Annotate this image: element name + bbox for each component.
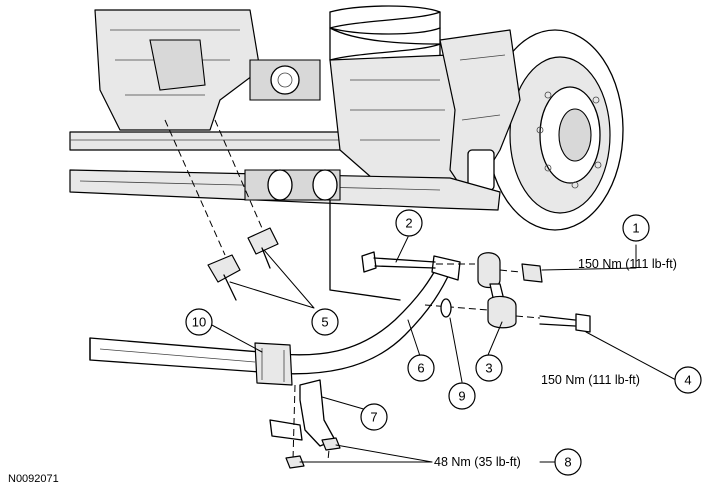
callout-10: 10 (185, 308, 213, 336)
callout-2: 2 (395, 209, 423, 237)
callout-3-number: 3 (485, 361, 492, 376)
callout-5-number: 5 (321, 315, 328, 330)
chassis-frame (69, 5, 561, 186)
stabilizer-bar (89, 255, 461, 375)
callout-9-number: 9 (458, 389, 465, 404)
callout-3: 3 (475, 354, 503, 382)
callout-7: 7 (360, 403, 388, 431)
callout-8: 8 (554, 448, 582, 476)
upper-mount-studs (164, 119, 279, 301)
torque-spec-1: 150 Nm (111 lb-ft) (578, 257, 677, 271)
stabilizer-bushing (254, 342, 293, 386)
callout-10-number: 10 (192, 315, 206, 330)
callout-2-number: 2 (405, 216, 412, 231)
bracket-nuts (285, 437, 341, 469)
brake-rotor-hub (439, 29, 624, 231)
callout-4-number: 4 (684, 373, 691, 388)
bushing-bracket (269, 379, 336, 461)
coil-spring (329, 5, 441, 61)
callout-8-number: 8 (564, 455, 571, 470)
callout-4: 4 (674, 366, 702, 394)
figure-id: N0092071 (8, 473, 59, 485)
torque-spec-8: 48 Nm (35 lb-ft) (434, 455, 521, 469)
callout-5: 5 (311, 308, 339, 336)
callout-1: 1 (622, 214, 650, 242)
callout-9: 9 (448, 382, 476, 410)
callout-1-number: 1 (632, 221, 639, 236)
callout-6-number: 6 (417, 361, 424, 376)
callout-7-number: 7 (370, 410, 377, 425)
lower-control-arm (69, 169, 501, 301)
leader-lines (209, 236, 677, 463)
callout-6: 6 (407, 354, 435, 382)
stabilizer-link-assembly (361, 251, 591, 333)
torque-spec-4: 150 Nm (111 lb-ft) (541, 373, 640, 387)
